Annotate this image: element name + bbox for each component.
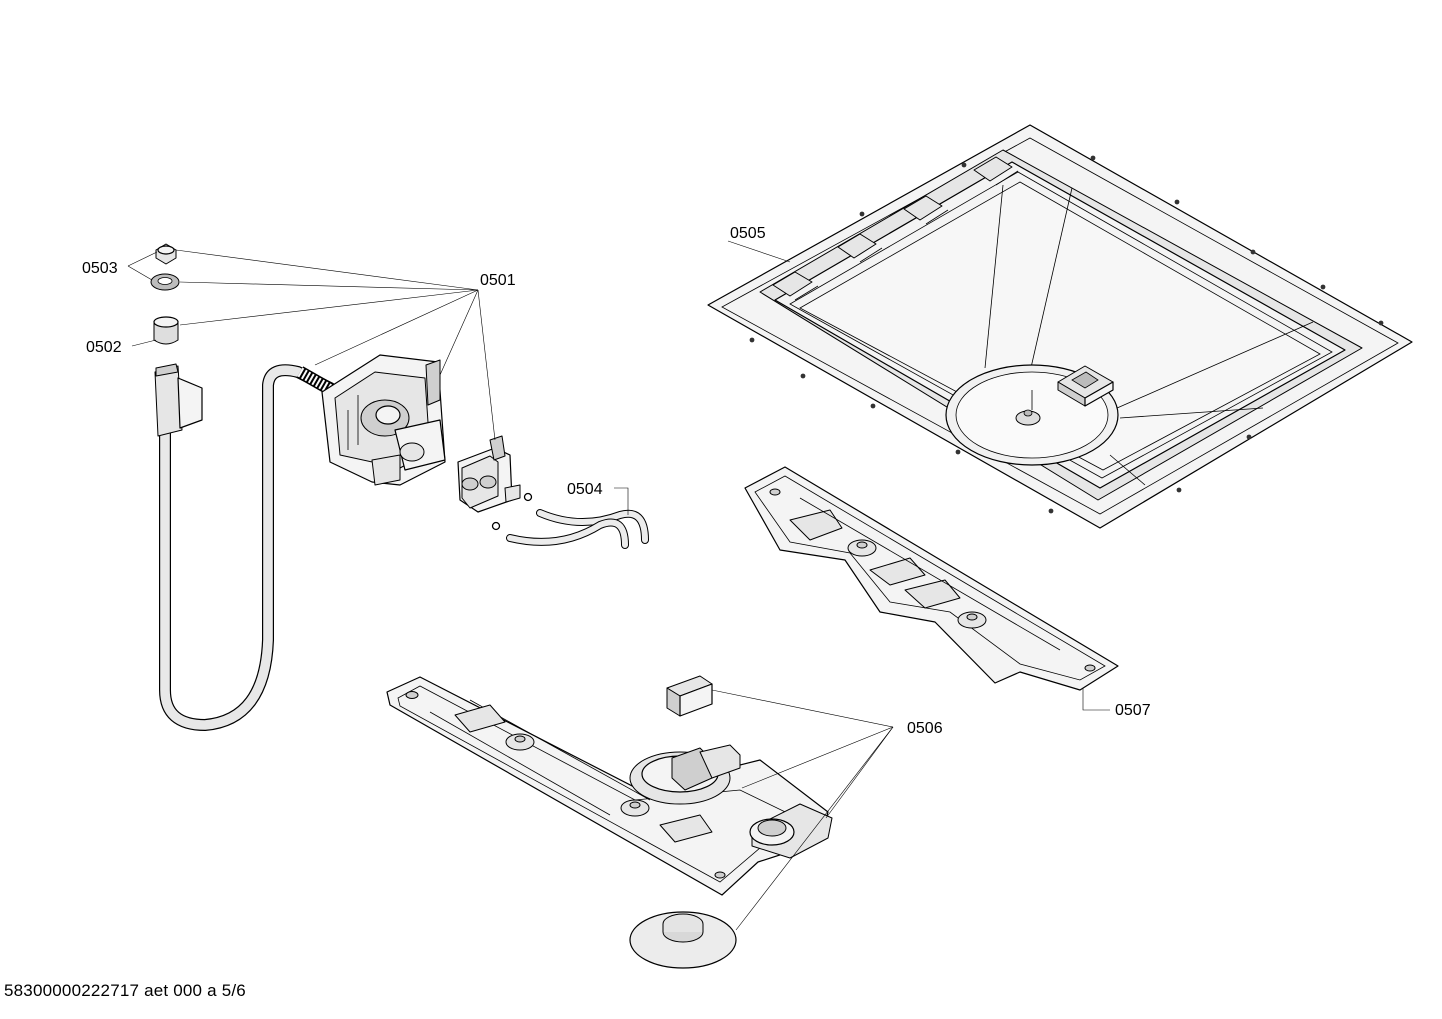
- hose-clips: [491, 492, 533, 531]
- callout-0506: 0506: [907, 720, 943, 737]
- spray-arm-bar-lower: [386, 676, 833, 896]
- frame-screw-holes: [749, 155, 1384, 514]
- drain-hoses-part: [506, 509, 649, 549]
- leader-lines: [127, 240, 1110, 931]
- callout-0507: 0507: [1115, 702, 1151, 719]
- cap-part: [153, 316, 179, 345]
- valve-block-part: [457, 435, 521, 513]
- callout-0504: 0504: [567, 481, 603, 498]
- frame-clips: [772, 156, 1019, 301]
- inlet-hose-part: [154, 363, 339, 731]
- aquastop-housing-part: [321, 354, 446, 486]
- callout-0505: 0505: [730, 225, 766, 242]
- callout-0503: 0503: [82, 260, 118, 277]
- spray-arm-bar-upper: [744, 466, 1119, 691]
- frame-tray-part: [707, 124, 1413, 529]
- nut-part: [155, 243, 177, 265]
- callout-0501: 0501: [480, 272, 516, 289]
- document-reference-footer: 58300000222717 aet 000 a 5/6: [4, 981, 246, 1000]
- connector-block-part: [666, 675, 713, 717]
- frame-sump-clip: [1057, 365, 1114, 407]
- cap-disc-part: [629, 911, 737, 969]
- callout-0502: 0502: [86, 339, 122, 356]
- washer-part: [150, 273, 180, 291]
